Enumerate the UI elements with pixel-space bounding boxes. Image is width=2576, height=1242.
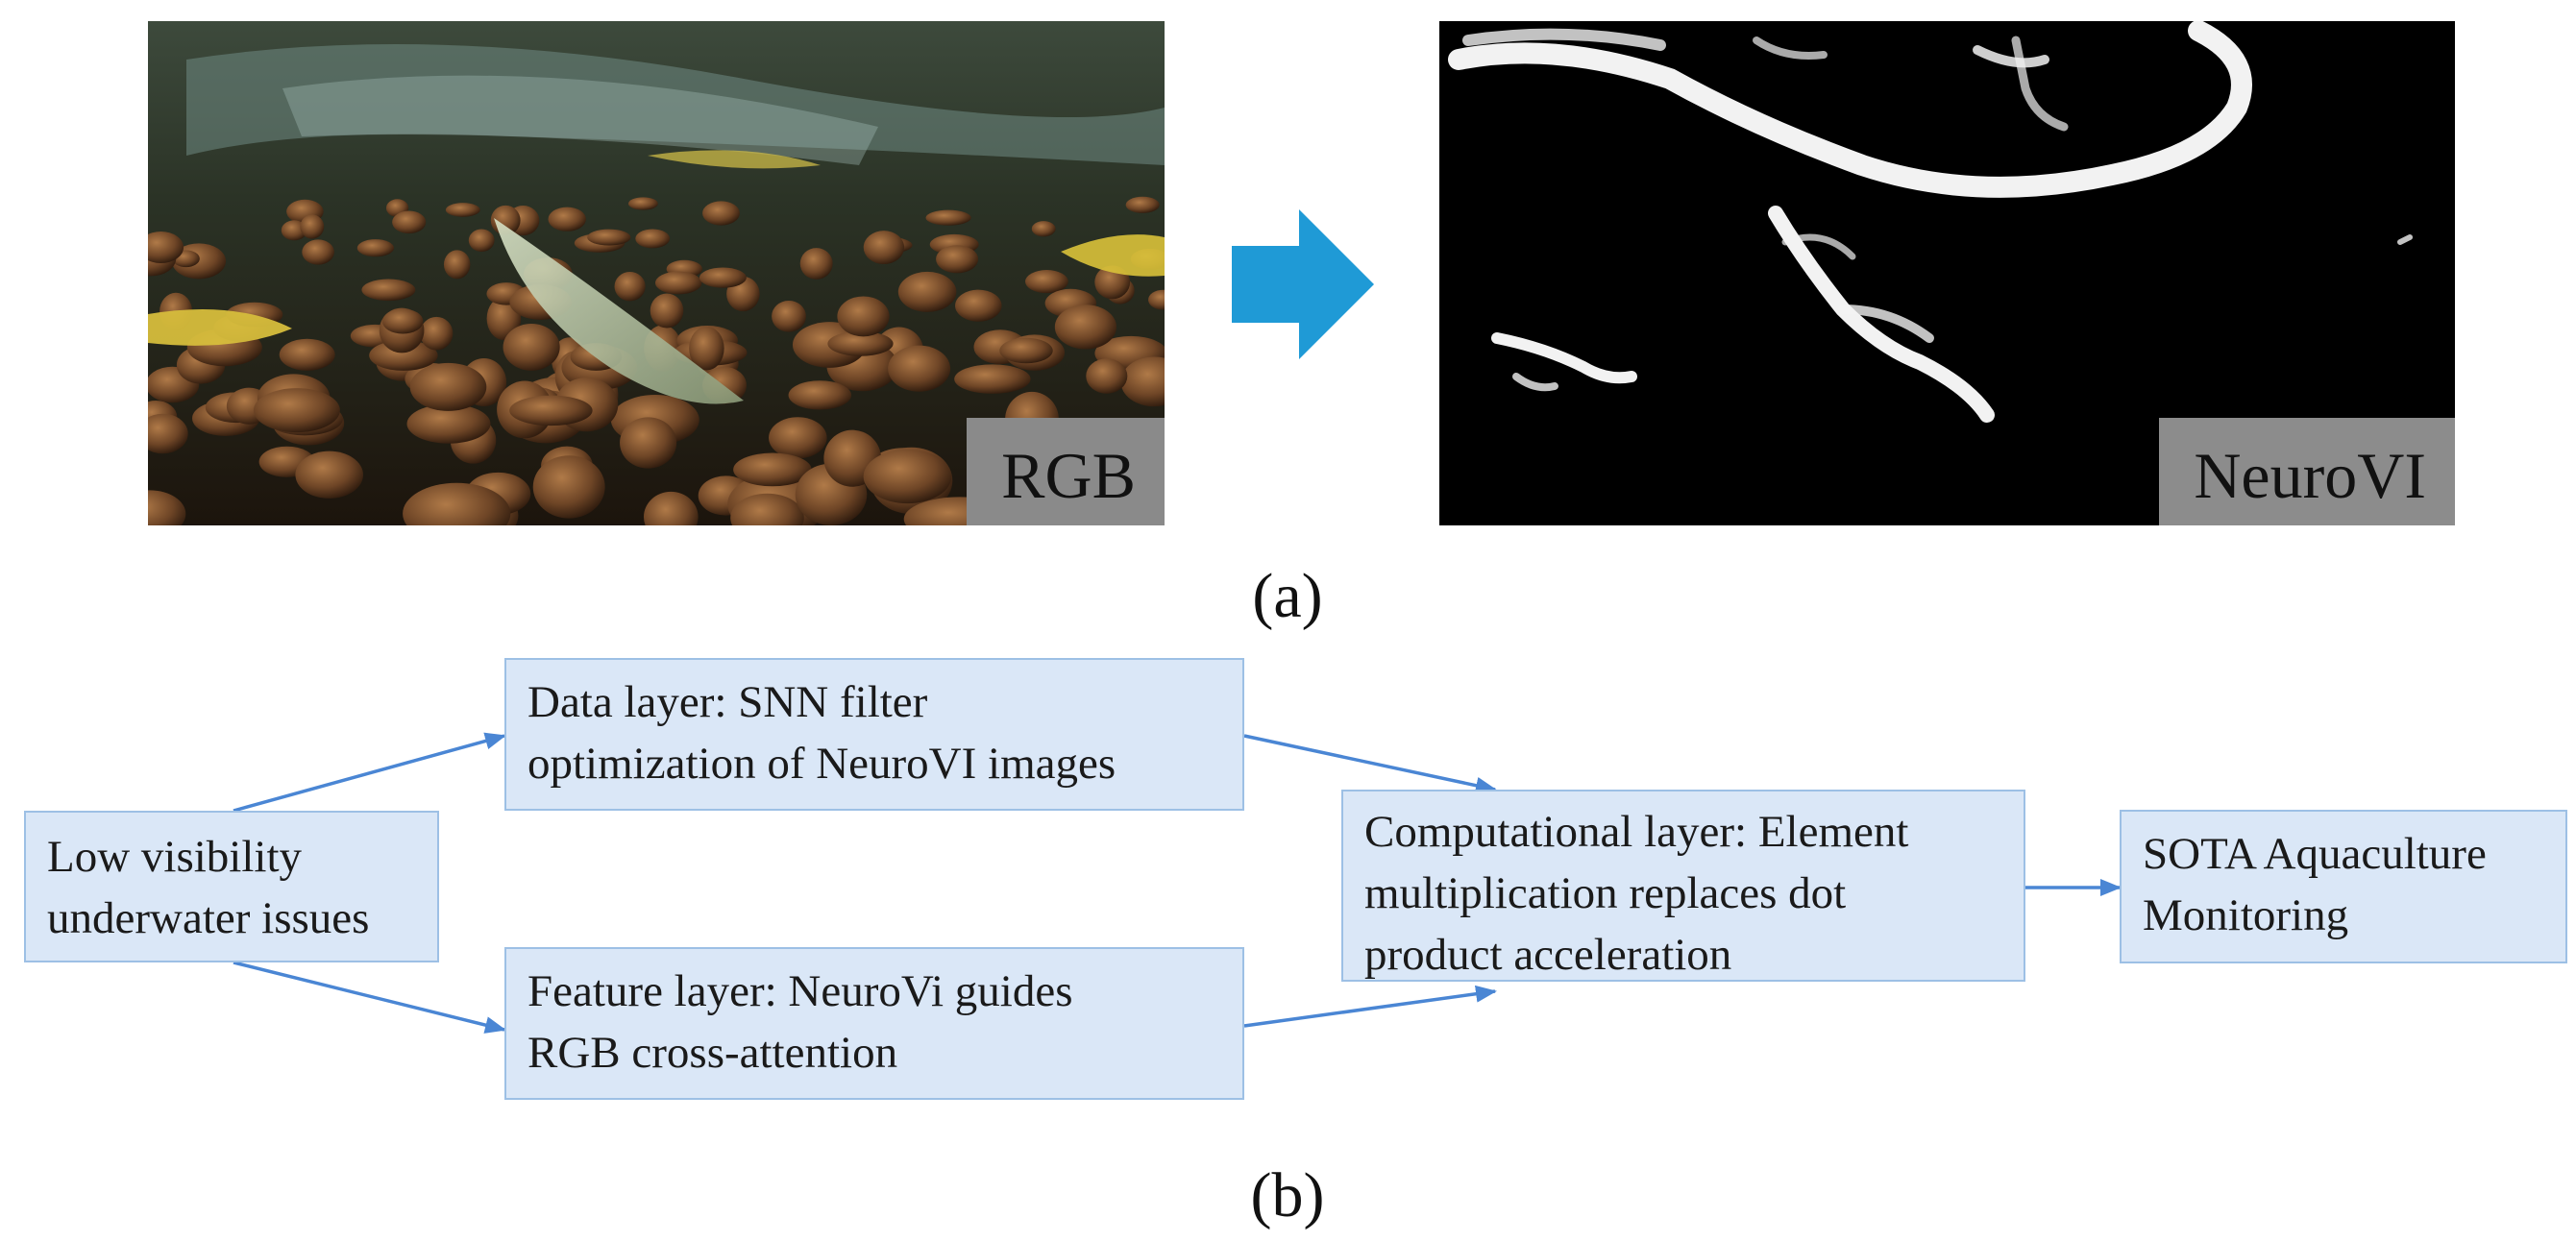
pebble [503, 323, 560, 371]
pebble [381, 308, 424, 334]
neurovi-label: NeuroVI [2159, 418, 2455, 525]
node-low-visibility-line-2: underwater issues [47, 893, 370, 943]
panel-a-caption: (a) [1252, 561, 1323, 631]
pebble [627, 197, 658, 210]
pebble [827, 330, 894, 356]
pebble [443, 250, 471, 280]
pebble [253, 388, 340, 433]
rgb-label: RGB [967, 418, 1165, 525]
node-data-layer-line-2: optimization of NeuroVI images [527, 739, 1116, 789]
pebble [409, 362, 487, 411]
pebble [295, 451, 363, 499]
pebble [361, 279, 416, 302]
pebble [1086, 358, 1128, 394]
pebble [863, 231, 905, 265]
right-arrow-icon [1232, 209, 1374, 359]
node-computational-layer-line-1: Computational layer: Element [1364, 807, 1909, 857]
pebble [532, 455, 605, 519]
panel-b-caption: (b) [1250, 1160, 1325, 1230]
node-data-layer: Data layer: SNN filter optimization of N… [504, 658, 1244, 811]
edge-low-to-data [233, 732, 506, 813]
pebble [769, 417, 827, 459]
pebble [148, 231, 184, 264]
pebble [148, 413, 188, 454]
pebble [643, 491, 699, 525]
pebble [1031, 221, 1056, 237]
edge-data-to-comp [1243, 734, 1497, 794]
node-sota-line-2: Monitoring [2143, 890, 2349, 940]
node-computational-layer-line-2: multiplication replaces dot [1364, 868, 1847, 918]
pebble [302, 239, 334, 265]
pebble [148, 490, 186, 525]
pebble [635, 229, 671, 249]
pebble [788, 380, 852, 410]
pebble [300, 214, 325, 239]
pebble [614, 271, 646, 302]
pebble [999, 337, 1053, 364]
pebble [1148, 289, 1165, 310]
neurovi-image: NeuroVI [1439, 21, 2455, 525]
pebble [420, 316, 454, 351]
edge-low-to-feature [233, 961, 506, 1034]
pebble [897, 271, 957, 312]
pebble [702, 201, 740, 226]
pebble [1125, 196, 1160, 213]
node-data-layer-line-1: Data layer: SNN filter [527, 677, 928, 727]
node-computational-layer-line-3: product acceleration [1364, 930, 1732, 980]
pebble [548, 207, 586, 231]
pebble [863, 449, 952, 504]
pebble [799, 248, 833, 280]
pebble [369, 340, 438, 371]
node-feature-layer-line-1: Feature layer: NeuroVi guides [527, 966, 1073, 1016]
pebble [772, 300, 806, 332]
pebble [955, 289, 1002, 322]
pebble [954, 364, 1031, 394]
pebble [730, 493, 804, 525]
rgb-underwater-scene [148, 21, 1165, 525]
pebble [936, 245, 979, 274]
node-feature-layer: Feature layer: NeuroVi guides RGB cross-… [504, 947, 1244, 1100]
node-sota-line-1: SOTA Aquaculture [2143, 829, 2487, 879]
pebble [888, 345, 951, 392]
node-sota-monitoring: SOTA Aquaculture Monitoring [2120, 810, 2567, 963]
node-computational-layer: Computational layer: Element multiplicat… [1341, 790, 2025, 982]
pebble [837, 296, 890, 337]
pebble [1120, 356, 1165, 407]
pebble [392, 210, 427, 234]
pebble [587, 229, 631, 246]
pebble [468, 229, 495, 253]
pebble [279, 338, 335, 371]
pebble [509, 395, 593, 426]
pebble [699, 267, 747, 288]
pebble [445, 203, 480, 217]
pebble [1054, 304, 1116, 350]
pebble [733, 452, 812, 487]
pebble [650, 293, 684, 329]
node-low-visibility: Low visibility underwater issues [24, 811, 439, 962]
node-low-visibility-line-1: Low visibility [47, 832, 303, 882]
pebble [1025, 270, 1068, 294]
pebble [356, 239, 395, 257]
pebble [406, 403, 491, 444]
pebble [925, 209, 971, 226]
rgb-image: RGB [148, 21, 1165, 525]
pebble [689, 326, 724, 371]
pebble [403, 482, 511, 525]
edge-feature-to-comp [1243, 985, 1497, 1028]
pebble [655, 271, 702, 295]
pebble [620, 417, 677, 469]
node-feature-layer-line-2: RGB cross-attention [527, 1028, 898, 1078]
